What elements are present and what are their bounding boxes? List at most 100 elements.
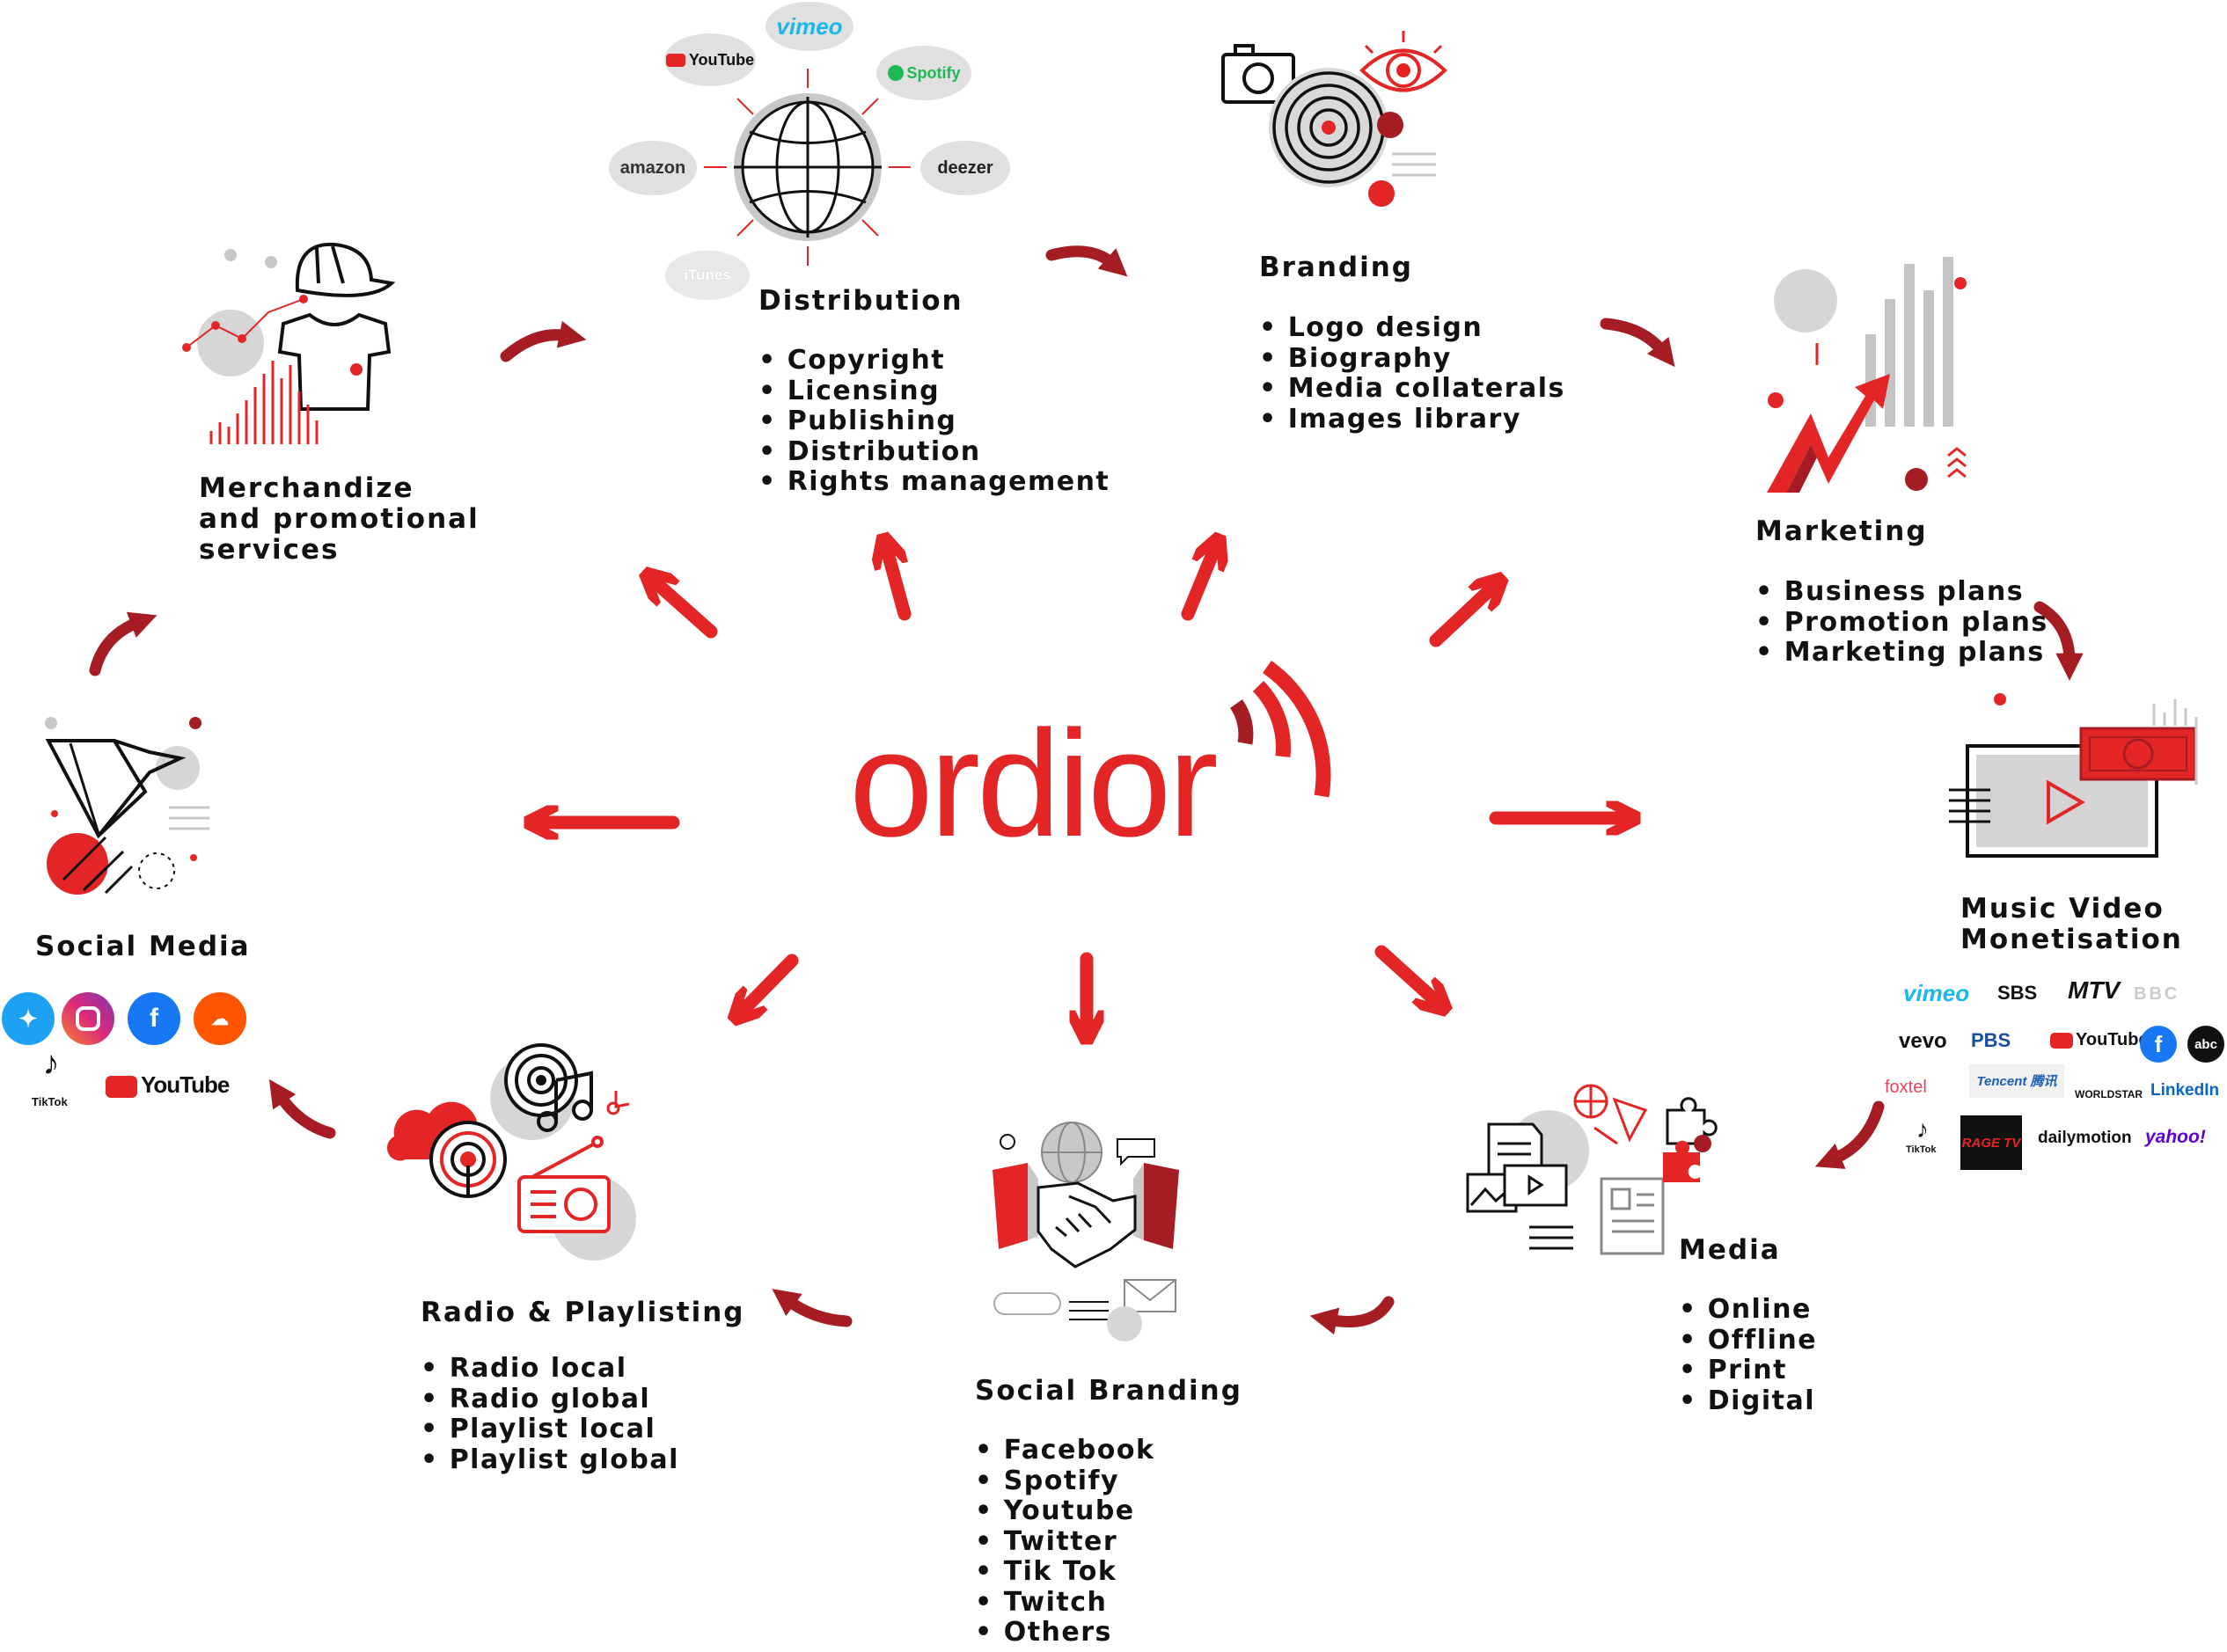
merch-icons [182, 242, 396, 444]
radio-icons [386, 1043, 636, 1261]
bar-chart-icon [1768, 257, 1967, 427]
distribution-list: Copyright Licensing Publishing Distribut… [758, 345, 1110, 498]
puzzle-icon [1663, 1097, 1718, 1182]
platform-deezer: deezer [920, 141, 1010, 195]
platform-amazon: amazon [609, 141, 697, 195]
youtube-play-icon [106, 1075, 137, 1098]
mv-platform-sbs: SBS [1997, 982, 2038, 1004]
list-item: Print [1679, 1355, 1817, 1386]
social-branding-list: Facebook Spotify Youtube Twitter Tik Tok… [975, 1435, 1154, 1648]
cycle-arrow-radio-to-social-media [268, 1078, 336, 1139]
platform-vimeo: vimeo [766, 2, 853, 51]
mv-platform-youtube: YouTube [2050, 1031, 2149, 1049]
money-icon [2079, 699, 2198, 785]
twitter-icon: ✦ [2, 992, 55, 1045]
media-list: Online Offline Print Digital [1679, 1294, 1817, 1417]
branding-title: Branding [1259, 252, 1413, 283]
bird-icon [45, 717, 209, 895]
signal-waves-icon [1229, 661, 1331, 798]
cycle-arrow-social-media-to-merch [89, 611, 158, 676]
distribution-title: Distribution [758, 285, 963, 317]
list-item: Digital [1679, 1385, 1817, 1417]
globe-spokes [704, 69, 911, 266]
cycle-arrow-music-to-media [1814, 1100, 1885, 1169]
list-item: Playlist local [421, 1414, 679, 1445]
music-video-title: Music Video [1960, 893, 2165, 925]
mv-facebook-icon: f [2140, 1026, 2177, 1063]
arrow-to-distribution [887, 550, 912, 621]
globe-small-icon [1041, 1122, 1103, 1183]
list-item: Marketing plans [1755, 637, 2048, 669]
list-item: Publishing [758, 406, 1110, 437]
list-item: Distribution [758, 436, 1110, 468]
list-item: Facebook [975, 1435, 1154, 1466]
handshake-icon [993, 1122, 1179, 1341]
list-item: Others [975, 1617, 1154, 1648]
youtube-logo: YouTube [106, 1073, 230, 1098]
branding-list: Logo design Biography Media collaterals … [1259, 312, 1565, 435]
music-video-title-line2: Monetisation [1960, 924, 2183, 955]
mv-platform-tencent: Tencent 腾讯 [1969, 1064, 2064, 1098]
youtube-play-icon [2050, 1032, 2073, 1049]
mv-tiktok-icon: ♪ [1916, 1115, 1929, 1143]
list-item: Offline [1679, 1325, 1817, 1356]
mv-platform-linkedin: LinkedIn [2150, 1081, 2220, 1100]
radio-icon [517, 1136, 611, 1233]
cycle-arrow-media-to-social-branding [1309, 1296, 1395, 1335]
youtube-play-icon [665, 53, 685, 67]
instagram-icon [62, 992, 114, 1045]
bar-lines [209, 361, 319, 444]
record-icon [504, 1043, 578, 1117]
maze-icon [1269, 68, 1388, 187]
list-item: Rights management [758, 466, 1110, 498]
cycle-arrows [89, 245, 2084, 1335]
list-item: Twitch [975, 1587, 1154, 1619]
eye-icon [1359, 31, 1447, 207]
radio-title: Radio & Playlisting [421, 1297, 745, 1328]
mv-platform-dailymotion: dailymotion [2038, 1129, 2132, 1147]
list-item: Images library [1259, 404, 1565, 435]
list-item: Online [1679, 1294, 1817, 1326]
broadcast-icon [429, 1121, 507, 1198]
list-item: Business plans [1755, 576, 2048, 608]
mv-platform-bbc: BBC [2134, 984, 2180, 1004]
merch-title: Merchandize [199, 472, 414, 504]
platform-itunes: iTunes [665, 251, 750, 300]
soundcloud-icon: ☁ [194, 992, 246, 1045]
mv-platform-pbs: PBS [1971, 1029, 2011, 1051]
arrow-to-media [1374, 945, 1436, 1001]
camera-icon [1221, 44, 1295, 104]
merch-title-line2: and promotional [199, 503, 480, 535]
document-icon [1466, 1122, 1568, 1213]
cycle-arrow-distribution-to-branding [1045, 245, 1128, 277]
mv-platform-mtv: MTV [2068, 976, 2121, 1004]
mv-platform-abc: abc [2187, 1026, 2224, 1063]
arrow-to-marketing [1429, 588, 1492, 647]
trend-arrow-icon [1767, 374, 1967, 493]
mv-platform-vevo: vevo [1899, 1029, 1947, 1053]
tiktok-label: TikTok [32, 1095, 68, 1108]
radio-list: Radio local Radio global Playlist local … [421, 1353, 679, 1475]
list-item: Twitter [975, 1526, 1154, 1558]
social-branding-title: Social Branding [975, 1375, 1242, 1407]
radiating-arrows [541, 550, 1623, 1027]
list-item: Promotion plans [1755, 607, 2048, 639]
newspaper-icon [1600, 1177, 1665, 1255]
cycle-arrow-branding-to-marketing [1600, 318, 1675, 368]
list-item: Copyright [758, 345, 1110, 376]
arrow-to-merch [656, 582, 718, 639]
facebook-icon: f [128, 992, 180, 1045]
globe-icon [734, 93, 882, 241]
cap-icon [295, 242, 396, 297]
list-item: Radio local [421, 1353, 679, 1385]
platform-youtube: YouTube [664, 33, 756, 86]
mv-platform-tiktok: TikTok [1906, 1144, 1937, 1155]
list-item: Biography [1259, 343, 1565, 375]
list-item: Youtube [975, 1495, 1154, 1527]
social-media-title: Social Media [35, 931, 251, 962]
merch-title-line3: services [199, 534, 340, 566]
marketing-title: Marketing [1755, 515, 1928, 547]
list-item: Spotify [975, 1466, 1154, 1497]
list-item: Licensing [758, 376, 1110, 407]
list-item: Radio global [421, 1384, 679, 1415]
